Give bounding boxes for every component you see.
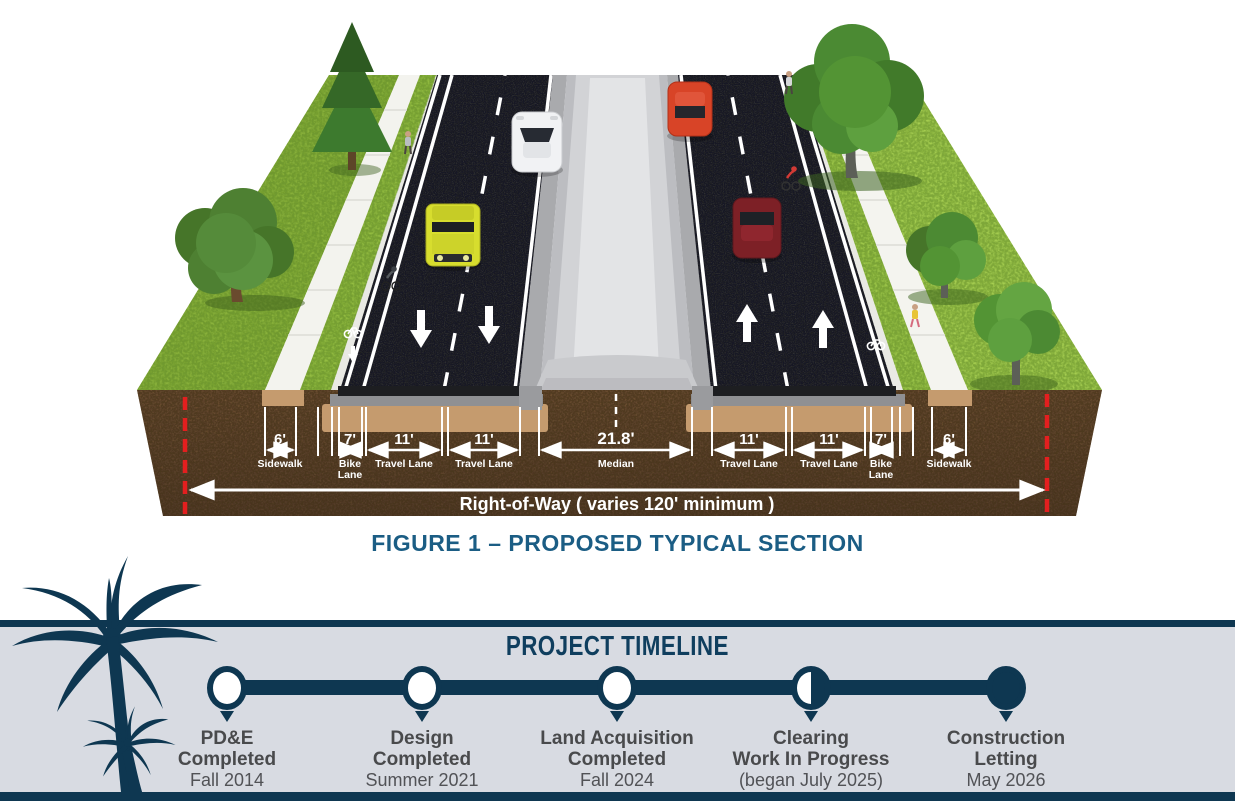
dim-label-sidewalk-left: Sidewalk — [258, 458, 303, 470]
jogger-right — [910, 304, 920, 328]
dark-red-car — [732, 197, 782, 263]
dim-label-lane-r2: Travel Lane — [800, 458, 858, 470]
dim-label-bike-left-2: Lane — [338, 469, 363, 481]
bottom-bar — [0, 792, 1235, 801]
milestone-date: May 2026 — [966, 770, 1046, 790]
yellow-jeep — [425, 203, 481, 271]
palm-tree-icon — [12, 556, 218, 801]
dim-label-sidewalk-right: Sidewalk — [927, 458, 972, 470]
tree-icon-right-mid — [906, 212, 988, 305]
milestone-node — [402, 666, 442, 710]
milestone-date: (began July 2025) — [738, 770, 884, 790]
dim-value-sidewalk-right: 6' — [943, 431, 955, 448]
typical-section-illustration: 6' 7' 11' 11' 21.8' 11' 11' 7' 6' Sidewa… — [137, 22, 1102, 516]
milestone-node — [207, 666, 247, 710]
dim-label-lane-l2: Travel Lane — [455, 458, 513, 470]
milestone-date: Fall 2024 — [579, 770, 655, 790]
dim-label-bike-right-2: Lane — [869, 469, 894, 481]
milestone-pointer-icon — [804, 711, 818, 722]
milestone-pointer-icon — [415, 711, 429, 722]
milestone-node — [986, 666, 1026, 710]
lane-arrows — [348, 304, 834, 363]
dim-value-lane-l2: 11' — [474, 431, 493, 448]
milestone-date: Fall 2014 — [189, 770, 265, 790]
timeline-title: PROJECT TIMELINE — [506, 630, 729, 661]
right-of-way-label: Right-of-Way ( varies 120' minimum ) — [460, 494, 775, 514]
dim-value-lane-l1: 11' — [394, 431, 413, 448]
pine-tree-icon — [312, 22, 392, 176]
milestone-node — [791, 666, 831, 710]
pedestrian-left — [404, 131, 412, 155]
dim-value-bike-left: 7' — [344, 431, 356, 448]
dim-value-lane-r1: 11' — [739, 431, 758, 448]
dimension-annotations: 6' 7' 11' 11' 21.8' 11' 11' 7' 6' Sidewa… — [188, 407, 1046, 514]
dim-value-median: 21.8' — [597, 429, 634, 448]
pedestrian-right — [785, 71, 793, 95]
dim-label-median: Median — [598, 458, 634, 470]
tree-icon-left — [175, 188, 305, 311]
milestone-pointer-icon — [610, 711, 624, 722]
dim-label-bike-right-1: Bike — [870, 458, 892, 470]
right-of-way-dimension: Right-of-Way ( varies 120' minimum ) — [188, 479, 1046, 514]
red-car — [667, 81, 713, 142]
dim-value-lane-r2: 11' — [819, 431, 838, 448]
cyclist-left — [381, 266, 401, 291]
figure-caption: FIGURE 1 – PROPOSED TYPICAL SECTION — [371, 530, 864, 556]
tree-icon-right-low — [970, 282, 1060, 393]
cyclist-right — [781, 166, 801, 191]
dim-label-bike-left-1: Bike — [339, 458, 361, 470]
white-car — [511, 111, 563, 177]
dim-value-bike-right: 7' — [875, 431, 887, 448]
tree-icon-right-large — [784, 24, 924, 191]
bike-lane-symbols — [343, 327, 886, 351]
milestone-pointer-icon — [220, 711, 234, 722]
dim-label-lane-r1: Travel Lane — [720, 458, 778, 470]
dim-value-sidewalk-left: 6' — [274, 431, 286, 448]
dim-label-lane-l1: Travel Lane — [375, 458, 433, 470]
milestone-date: Summer 2021 — [365, 770, 479, 790]
milestone-pointer-icon — [999, 711, 1013, 722]
milestone-node — [597, 666, 637, 710]
